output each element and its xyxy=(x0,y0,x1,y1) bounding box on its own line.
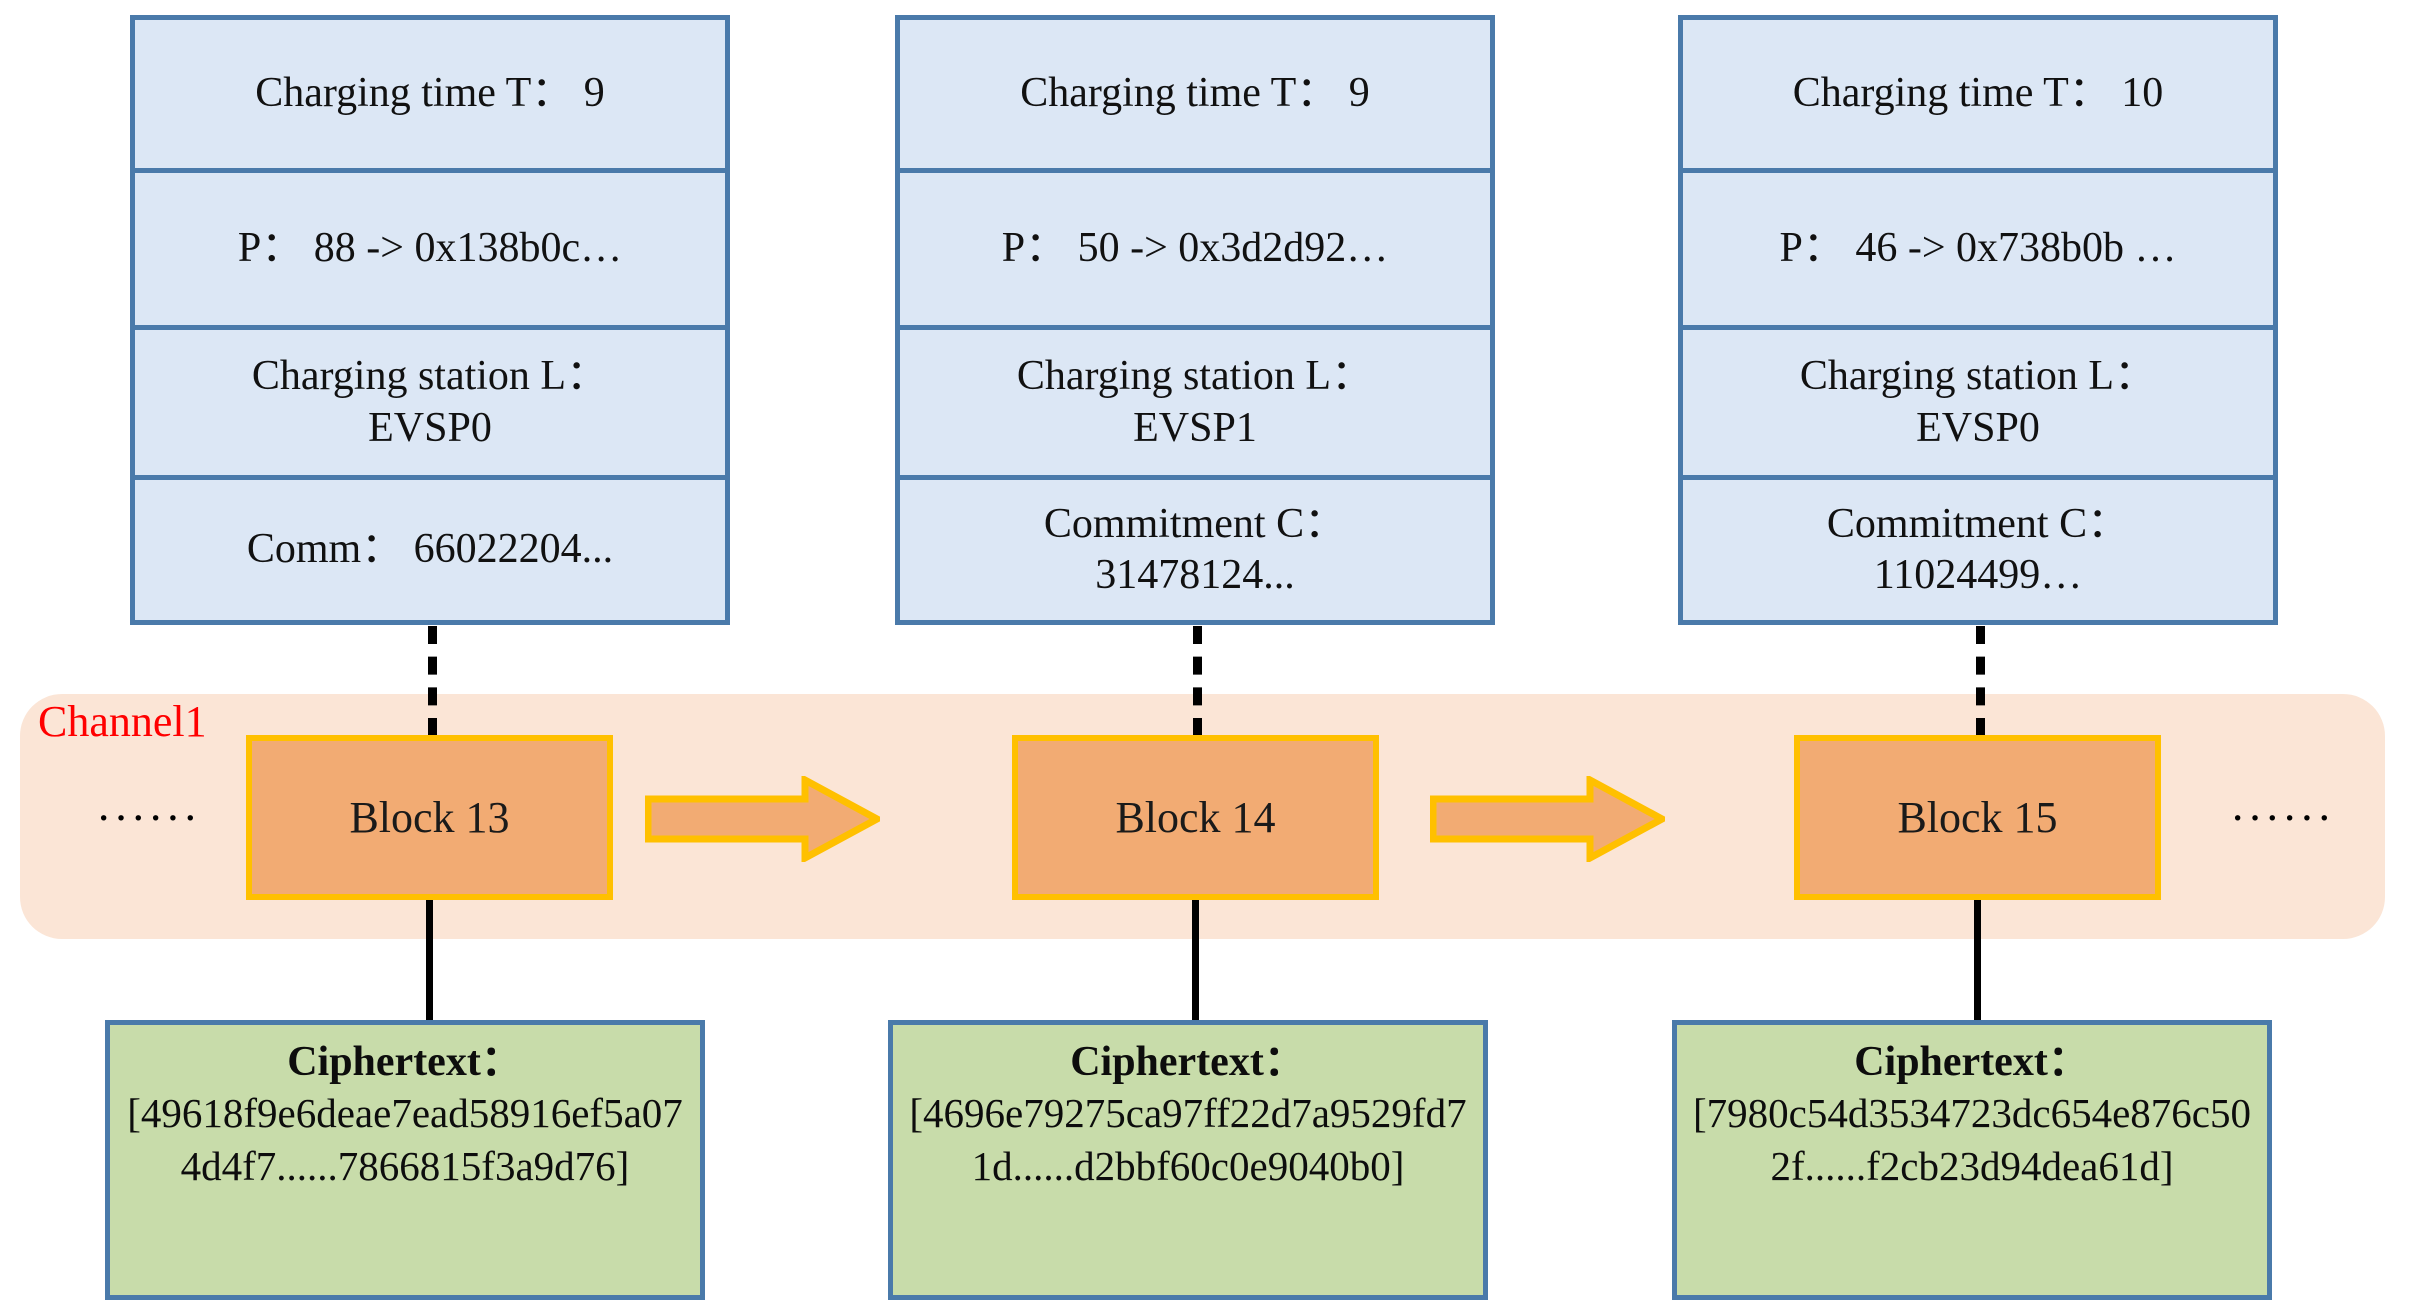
block-box-13[interactable]: Block 13 xyxy=(246,735,613,900)
ciphertext-box-14: Ciphertext： [4696e79275ca97ff22d7a9529fd… xyxy=(888,1020,1488,1300)
commitment-row: Commitment C： 11024499… xyxy=(1826,500,2130,598)
block-box-label: Block 15 xyxy=(1897,793,2058,842)
ciphertext-box-15: Ciphertext： [7980c54d3534723dc654e876c50… xyxy=(1672,1020,2272,1300)
power-row: P： 88 -> 0x138b0c… xyxy=(135,173,725,330)
charging-time-row: Charging time T： 9 xyxy=(900,20,1490,173)
ciphertext-box-13: Ciphertext： [49618f9e6deae7ead58916ef5a0… xyxy=(105,1020,705,1300)
solid-connector-15 xyxy=(1974,898,1981,1028)
arrow-13-to-14 xyxy=(645,776,880,862)
block-box-label: Block 13 xyxy=(349,793,510,842)
left-ellipsis: ······ xyxy=(96,792,200,843)
power-row: P： 46 -> 0x738b0b … xyxy=(1683,173,2273,330)
block-box-14[interactable]: Block 14 xyxy=(1012,735,1379,900)
block-info-card-15: Charging time T： 10 P： 46 -> 0x738b0b … … xyxy=(1678,15,2278,625)
block-box-label: Block 14 xyxy=(1115,793,1276,842)
arrow-14-to-15 xyxy=(1430,776,1665,862)
block-box-15[interactable]: Block 15 xyxy=(1794,735,2161,900)
charging-station-row: Charging station L： EVSP1 xyxy=(900,330,1490,480)
ciphertext-title: Ciphertext： xyxy=(1070,1039,1306,1085)
ciphertext-title: Ciphertext： xyxy=(287,1039,523,1085)
charging-station-row: Charging station L： EVSP0 xyxy=(135,330,725,480)
charging-time-row: Charging time T： 9 xyxy=(135,20,725,173)
ciphertext-title: Ciphertext： xyxy=(1854,1039,2090,1085)
commitment-row: Comm： 66022204... xyxy=(246,526,614,573)
commitment-row: Commitment C： 31478124... xyxy=(1043,500,1347,598)
block-info-card-14: Charging time T： 9 P： 50 -> 0x3d2d92… Ch… xyxy=(895,15,1495,625)
dashed-connector-14 xyxy=(1193,626,1202,736)
power-row: P： 50 -> 0x3d2d92… xyxy=(900,173,1490,330)
charging-station-row: Charging station L： EVSP0 xyxy=(1683,330,2273,480)
ciphertext-value: [7980c54d3534723dc654e876c502f......f2cb… xyxy=(1693,1090,2251,1189)
dashed-connector-15 xyxy=(1976,626,1985,736)
ciphertext-value: [4696e79275ca97ff22d7a9529fd71d......d2b… xyxy=(909,1090,1467,1189)
dashed-connector-13 xyxy=(428,626,437,736)
solid-connector-13 xyxy=(426,898,433,1028)
channel-label: Channel1 xyxy=(38,697,207,746)
charging-time-row: Charging time T： 10 xyxy=(1683,20,2273,173)
right-ellipsis: ······ xyxy=(2230,792,2334,843)
solid-connector-14 xyxy=(1192,898,1199,1028)
ciphertext-value: [49618f9e6deae7ead58916ef5a074d4f7......… xyxy=(127,1090,683,1189)
block-info-card-13: Charging time T： 9 P： 88 -> 0x138b0c… Ch… xyxy=(130,15,730,625)
